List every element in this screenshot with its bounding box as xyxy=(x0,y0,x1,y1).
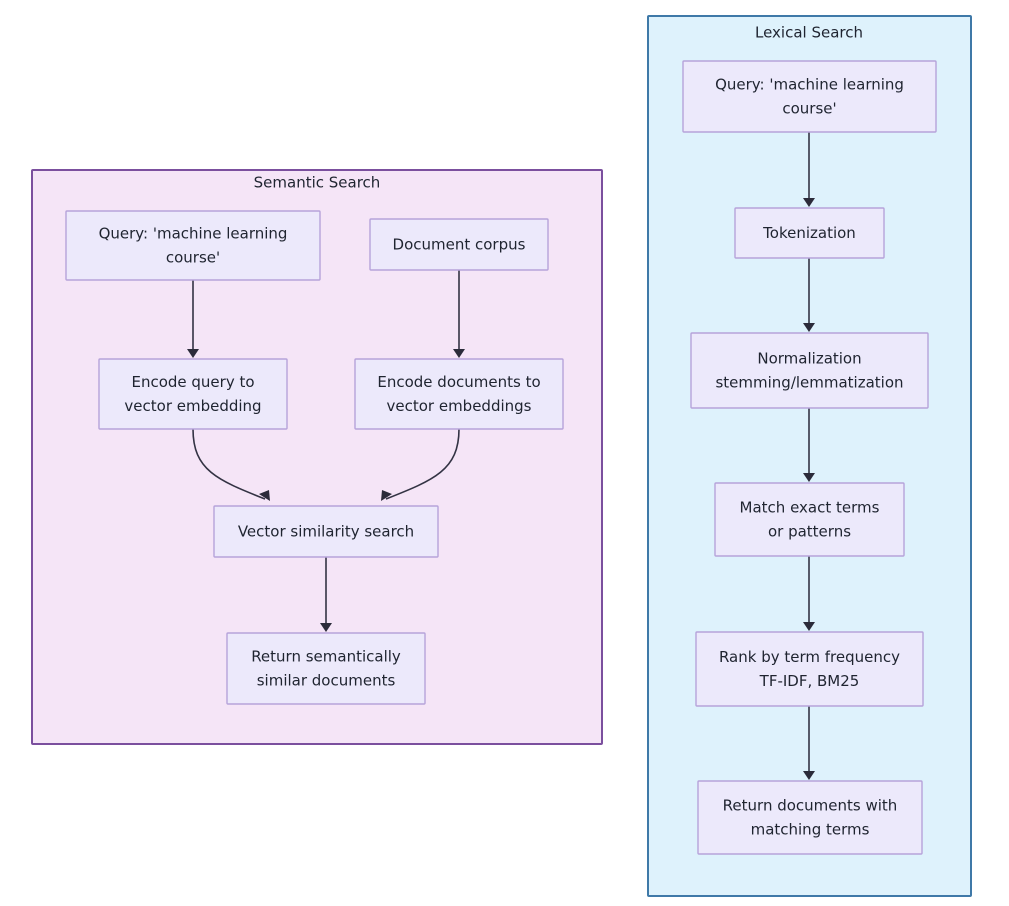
node-lex-query-label-line-1: course' xyxy=(782,100,836,118)
node-sem-vector-search[interactable]: Vector similarity search xyxy=(213,505,439,558)
edge-sem-vector-search-to-sem-return xyxy=(320,557,332,632)
node-sem-query-rect[interactable] xyxy=(65,210,321,281)
node-lex-normalization-label-line-1: stemming/lemmatization xyxy=(715,374,903,392)
edge-line xyxy=(192,428,266,500)
node-sem-encode-docs[interactable]: Encode documents to vector embeddings xyxy=(354,358,564,430)
node-lex-return-rect[interactable] xyxy=(697,780,923,855)
edge-lex-query-to-lex-tokenization xyxy=(803,132,815,207)
node-lex-query-rect[interactable] xyxy=(682,60,937,133)
cluster-lexical-title: Lexical Search xyxy=(755,24,863,42)
arrowhead-icon xyxy=(803,323,815,332)
node-sem-query[interactable]: Query: 'machine learning course' xyxy=(65,210,321,281)
node-sem-corpus-label-line-0: Document corpus xyxy=(393,236,526,254)
arrowhead-icon xyxy=(803,622,815,631)
node-sem-encode-docs-label-line-0: Encode documents to xyxy=(377,373,540,391)
arrowhead-icon xyxy=(187,349,199,358)
edge-sem-corpus-to-sem-encode-docs xyxy=(453,270,465,358)
node-sem-encode-query-label-line-1: vector embedding xyxy=(124,397,261,415)
node-lex-match-label-line-1: or patterns xyxy=(768,523,851,541)
node-lex-return-label-line-1: matching terms xyxy=(751,821,870,839)
node-sem-encode-docs-rect[interactable] xyxy=(354,358,564,430)
node-sem-query-label-line-0: Query: 'machine learning xyxy=(99,225,288,243)
arrowhead-icon xyxy=(320,623,332,632)
node-sem-vector-search-label-line-0: Vector similarity search xyxy=(238,523,414,541)
node-lex-return[interactable]: Return documents with matching terms xyxy=(697,780,923,855)
edge-lex-match-to-lex-rank xyxy=(803,556,815,631)
node-lex-match-label-line-0: Match exact terms xyxy=(740,499,880,517)
node-sem-return-rect[interactable] xyxy=(226,632,426,705)
node-lex-normalization-rect[interactable] xyxy=(690,332,929,409)
edge-sem-encode-query-to-sem-vector-search xyxy=(192,428,270,501)
node-sem-corpus-rect[interactable] xyxy=(369,218,549,271)
cluster-semantic-title: Semantic Search xyxy=(254,174,381,192)
edge-sem-encode-docs-to-sem-vector-search xyxy=(381,428,460,501)
node-lex-tokenization-rect[interactable] xyxy=(734,207,885,259)
node-sem-corpus[interactable]: Document corpus xyxy=(369,218,549,271)
edge-lex-normalization-to-lex-match xyxy=(803,408,815,482)
node-sem-return-label-line-0: Return semantically xyxy=(251,648,401,666)
node-sem-encode-query-rect[interactable] xyxy=(98,358,288,430)
node-lex-normalization-label-line-0: Normalization xyxy=(757,350,861,368)
clusters-layer: Semantic Search Lexical Search xyxy=(31,15,972,897)
edge-lex-tokenization-to-lex-normalization xyxy=(803,258,815,332)
node-lex-tokenization[interactable]: Tokenization xyxy=(734,207,885,259)
node-sem-encode-query-label-line-0: Encode query to xyxy=(131,373,254,391)
arrowhead-icon xyxy=(381,490,392,501)
node-lex-query[interactable]: Query: 'machine learning course' xyxy=(682,60,937,133)
node-sem-encode-docs-label-line-1: vector embeddings xyxy=(387,397,532,415)
node-lex-rank-label-line-0: Rank by term frequency xyxy=(719,648,900,666)
node-sem-query-label-line-1: course' xyxy=(166,249,220,267)
node-lex-rank-label-line-1: TF-IDF, BM25 xyxy=(759,672,860,690)
edge-lex-rank-to-lex-return xyxy=(803,706,815,780)
edges-layer xyxy=(187,132,815,780)
arrowhead-icon xyxy=(259,490,270,501)
node-lex-normalization[interactable]: Normalization stemming/lemmatization xyxy=(690,332,929,409)
node-sem-return-label-line-1: similar documents xyxy=(257,672,396,690)
node-lex-tokenization-label-line-0: Tokenization xyxy=(762,224,856,242)
node-lex-query-label-line-0: Query: 'machine learning xyxy=(715,76,904,94)
node-lex-match[interactable]: Match exact terms or patterns xyxy=(714,482,905,557)
node-lex-return-label-line-0: Return documents with xyxy=(723,797,898,815)
node-sem-encode-query[interactable]: Encode query to vector embedding xyxy=(98,358,288,430)
edge-line xyxy=(385,428,460,500)
node-lex-match-rect[interactable] xyxy=(714,482,905,557)
edge-sem-query-to-sem-encode-query xyxy=(187,280,199,358)
arrowhead-icon xyxy=(803,771,815,780)
arrowhead-icon xyxy=(803,198,815,207)
arrowhead-icon xyxy=(453,349,465,358)
node-sem-return[interactable]: Return semantically similar documents xyxy=(226,632,426,705)
node-lex-rank-rect[interactable] xyxy=(695,631,924,707)
nodes-layer: Query: 'machine learning course' Document … xyxy=(65,60,937,855)
node-sem-vector-search-rect[interactable] xyxy=(213,505,439,558)
arrowhead-icon xyxy=(803,473,815,482)
